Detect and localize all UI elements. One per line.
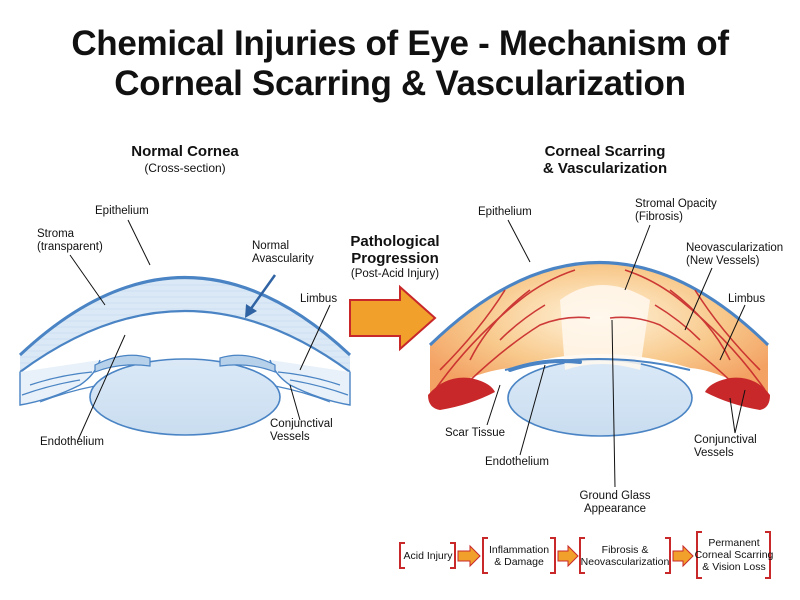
label-conjunctival-left: Conjunctival Vessels: [270, 418, 333, 444]
label-endothelium-right: Endothelium: [485, 456, 549, 468]
flow-step-4-line2: Corneal Scarring: [694, 549, 774, 561]
scarred-cornea-illustration: [428, 219, 770, 488]
label-epithelium-left: Epithelium: [95, 205, 149, 217]
progression-arrow: [349, 284, 437, 352]
flow-arrows: [457, 544, 694, 568]
flow-step-3-line2: Neovascularization: [580, 555, 670, 568]
normal-cornea-illustration: [18, 219, 352, 441]
avascularity-arrow: [248, 274, 277, 311]
label-ground-line2: Appearance: [583, 503, 647, 515]
label-scar-tissue: Scar Tissue: [445, 427, 506, 439]
label-ground-glass: Ground Glass Appearance: [565, 490, 665, 516]
flow-step-1-text: Acid Injury: [403, 549, 453, 562]
normal-cornea-title: Normal Cornea: [131, 143, 239, 160]
title-line-2: Corneal Scarring & Vascularization: [114, 64, 686, 103]
left-epithelium-line: [18, 276, 352, 357]
label-endothelium-left: Endothelium: [40, 436, 104, 448]
label-avascularity-line1: Normal: [252, 240, 290, 252]
flow-step-4-line1: Permanent: [708, 537, 760, 549]
label-conj-right-line2: Vessels: [694, 447, 734, 459]
flow-step-permanent-scarring: Permanent Corneal Scarring & Vision Loss: [694, 532, 774, 578]
left-endothelium-line: [19, 309, 351, 373]
scarring-title-line1: Corneal Scarring: [544, 143, 666, 160]
flow-step-3-line1: Fibrosis &: [601, 543, 649, 556]
label-neo-line1: Neovascularization: [686, 242, 784, 254]
label-conj-left-line1: Conjunctival: [270, 418, 333, 430]
label-opacity-line1: Stromal Opacity: [635, 198, 717, 210]
flow-chart-graphics: [399, 531, 771, 579]
label-avascularity: Normal Avascularity: [252, 240, 314, 266]
label-neovascularization: Neovascularization (New Vessels): [686, 242, 783, 268]
label-neo-line2: (New Vessels): [686, 255, 760, 267]
figure-title: Chemical Injuries of Eye - Mechanism of …: [0, 24, 800, 104]
label-conj-right-line1: Conjunctival: [694, 434, 757, 446]
flow-step-acid-injury: Acid Injury: [402, 543, 454, 568]
normal-cornea-subtitle: (Cross-section): [144, 161, 226, 175]
label-stroma-line2: (transparent): [37, 241, 103, 253]
progression-title: Pathological Progression: [330, 233, 460, 267]
flow-step-4-line3: & Vision Loss: [702, 561, 766, 573]
label-epithelium-right: Epithelium: [478, 206, 532, 218]
label-conj-left-line2: Vessels: [270, 431, 310, 443]
flow-step-inflammation: Inflammation & Damage: [484, 538, 554, 573]
progression-title-line1: Pathological: [350, 233, 440, 250]
flow-step-2-line2: & Damage: [494, 555, 544, 568]
label-limbus-left: Limbus: [300, 293, 338, 305]
scarring-title: Corneal Scarring & Vascularization: [505, 143, 705, 177]
right-epithelium-line: [428, 261, 770, 347]
label-limbus-right: Limbus: [728, 293, 766, 305]
label-opacity-line2: (Fibrosis): [635, 211, 683, 223]
title-line-1: Chemical Injuries of Eye - Mechanism of: [71, 24, 729, 63]
label-ground-line1: Ground Glass: [579, 490, 651, 502]
label-avascularity-line2: Avascularity: [252, 253, 314, 265]
label-stromal-opacity: Stromal Opacity (Fibrosis): [635, 198, 717, 224]
progression-title-line2: Progression: [351, 250, 439, 267]
progression-subtitle: (Post-Acid Injury): [350, 268, 440, 280]
flow-step-2-line1: Inflammation: [488, 543, 550, 556]
flow-step-fibrosis: Fibrosis & Neovascularization: [578, 538, 672, 573]
scarring-title-line2: & Vascularization: [542, 160, 668, 177]
left-lens: [89, 358, 281, 436]
label-stroma-left: Stroma (transparent): [37, 228, 103, 254]
label-conjunctival-right: Conjunctival Vessels: [694, 434, 757, 460]
label-stroma-line1: Stroma: [37, 228, 75, 240]
